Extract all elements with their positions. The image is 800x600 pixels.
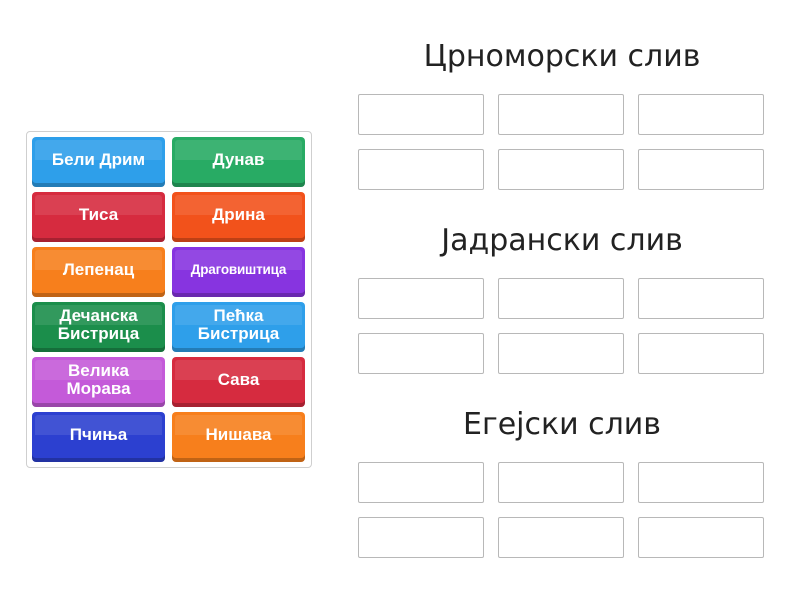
tile-dragovistica[interactable]: Драговиштица [172,247,305,297]
drop-slot-adriatic-2[interactable] [498,278,624,319]
drop-slot-aegean-5[interactable] [498,517,624,558]
drop-slot-adriatic-1[interactable] [358,278,484,319]
drop-slot-black-sea-1[interactable] [358,94,484,135]
drop-slot-black-sea-5[interactable] [498,149,624,190]
tile-lepenac[interactable]: Лепенац [32,247,165,297]
drop-slot-black-sea-2[interactable] [498,94,624,135]
drop-slot-adriatic-6[interactable] [638,333,764,374]
group-title-aegean: Егејски слив [462,407,661,442]
tile-pcinja[interactable]: Пчиња [32,412,165,462]
tile-velika-morava[interactable]: Велика Морава [32,357,165,407]
drop-slot-black-sea-6[interactable] [638,149,764,190]
drop-slot-black-sea-4[interactable] [358,149,484,190]
drop-slot-aegean-1[interactable] [358,462,484,503]
tile-nisava[interactable]: Нишава [172,412,305,462]
drop-slot-aegean-4[interactable] [358,517,484,558]
tile-tisa[interactable]: Тиса [32,192,165,242]
drop-slot-aegean-2[interactable] [498,462,624,503]
tile-sava[interactable]: Сава [172,357,305,407]
drop-slot-adriatic-5[interactable] [498,333,624,374]
tile-pecka-bistrica[interactable]: Пећка Бистрица [172,302,305,352]
drop-slot-aegean-6[interactable] [638,517,764,558]
group-title-black-sea: Црноморски слив [423,39,701,74]
drop-slot-aegean-3[interactable] [638,462,764,503]
drop-slot-adriatic-4[interactable] [358,333,484,374]
drop-slot-adriatic-3[interactable] [638,278,764,319]
tile-drina[interactable]: Дрина [172,192,305,242]
tile-decanska-bistrica[interactable]: Дечанска Бистрица [32,302,165,352]
group-title-adriatic: Јадрански слив [441,223,683,258]
tile-beli-drim[interactable]: Бели Дрим [32,137,165,187]
tile-tray: Бели Дрим Дунав Тиса Дрина Лепенац Драго… [26,131,312,468]
tile-dunav[interactable]: Дунав [172,137,305,187]
drop-slot-black-sea-3[interactable] [638,94,764,135]
